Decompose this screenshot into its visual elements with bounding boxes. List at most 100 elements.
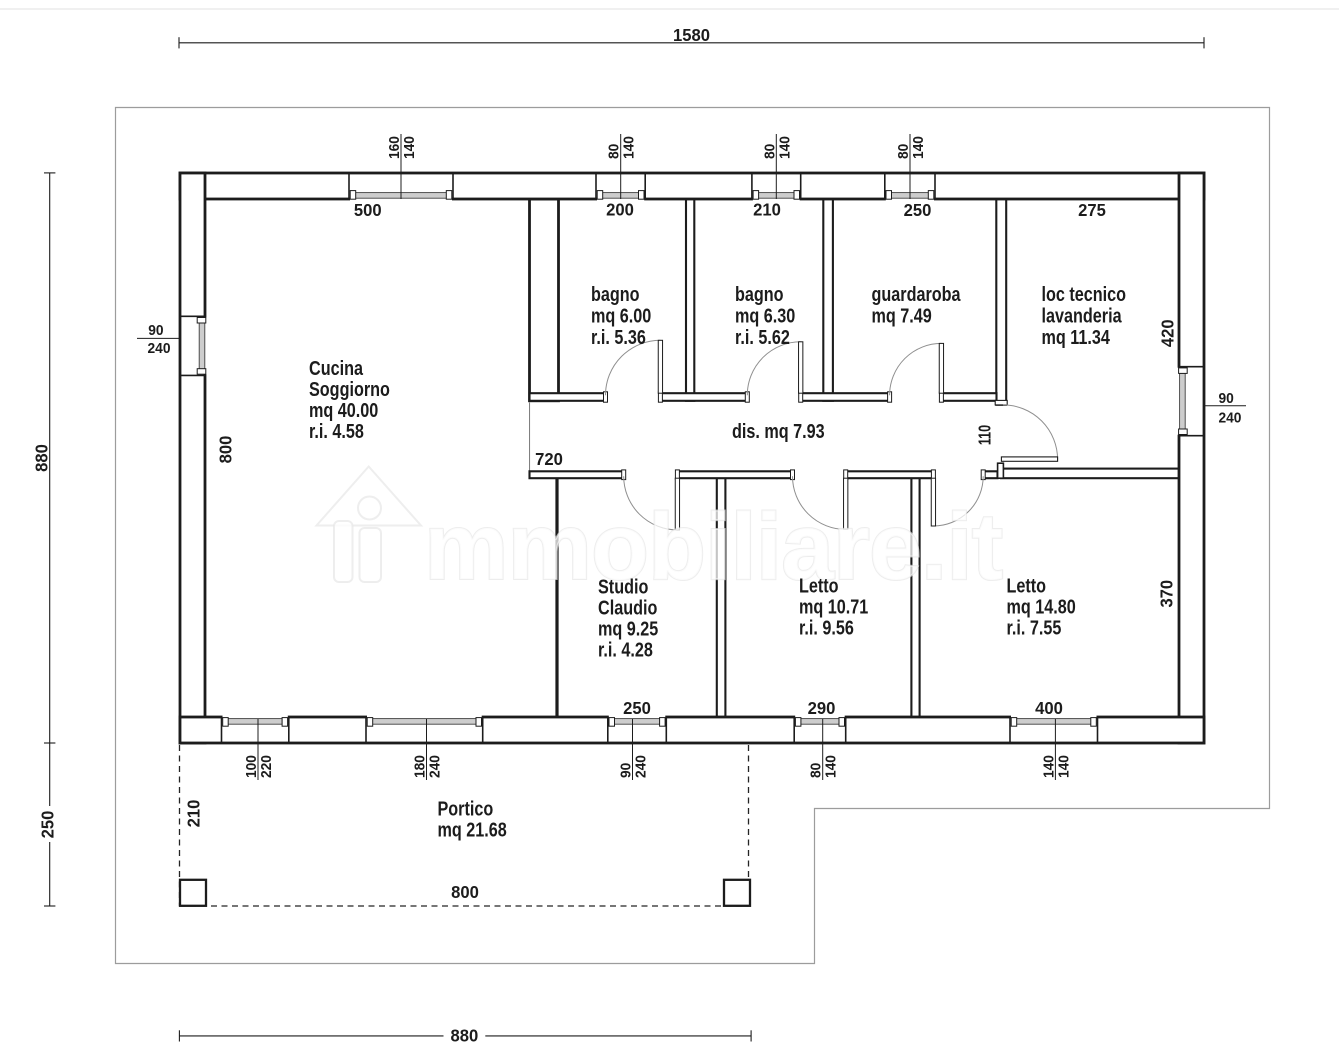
lot-boundary-line: [114, 106, 1271, 965]
room-label-bagno-2: bagno: [735, 283, 784, 305]
window-endblock: [638, 190, 645, 200]
window-eraser: [608, 715, 666, 721]
door-eraser: [889, 391, 942, 403]
window-glazing: [613, 718, 661, 725]
dim-label-420: 420: [1158, 319, 1177, 347]
dim-label-200: 200: [606, 200, 634, 219]
window-tag-den: 240: [148, 340, 171, 356]
room-label-bagno-1: r.i. 5.36: [591, 326, 646, 348]
dim-label-1580: 1580: [673, 26, 710, 45]
dim-label-210-portico: 210: [184, 800, 203, 828]
dim-label-275: 275: [1078, 201, 1106, 220]
door-leaf: [674, 477, 681, 531]
doors: [603, 339, 1059, 531]
window-tag-den: 140: [401, 136, 417, 159]
door-eraser: [605, 391, 661, 403]
door-eraser: [792, 469, 847, 480]
dim-label-800: 800: [216, 436, 235, 464]
door-leaf: [930, 477, 937, 527]
window-tag-den: 140: [910, 136, 926, 159]
window-endblock: [659, 717, 666, 727]
window-glazing: [1179, 372, 1186, 430]
room-label-bagno-2: mq 6.30: [735, 305, 795, 327]
wall-bagno1-bagno2: [684, 197, 696, 402]
dim-label-250-studio: 250: [623, 699, 651, 718]
door-arc: [889, 342, 942, 396]
room-label-letto-1: mq 10.71: [799, 596, 868, 618]
room-label-cucina-soggiorno: mq 40.00: [309, 399, 378, 421]
window-tag-num: 140: [1040, 755, 1056, 778]
door-arc: [792, 476, 846, 530]
portico-pillar: [178, 878, 208, 907]
room-label-letto-2: Letto: [1007, 575, 1047, 597]
dim-label-290: 290: [808, 699, 836, 718]
labels: 1580 880 250 880 500 200 210 250 275 720…: [32, 26, 1241, 1046]
label-backing: [41, 806, 56, 842]
window-eraser: [1011, 715, 1097, 721]
window-tag-den: 140: [822, 755, 838, 778]
watermark-house-icon: [314, 464, 424, 583]
window-glazing: [372, 718, 477, 725]
window-endblock: [838, 717, 845, 727]
dim-label-110: 110: [976, 425, 996, 445]
dim-label-720: 720: [535, 450, 563, 469]
dim-label-400: 400: [1035, 699, 1063, 718]
window-endblock: [752, 190, 760, 200]
room-label-studio-claudio: Claudio: [598, 597, 657, 619]
room-label-portico: Portico: [438, 798, 494, 820]
window-endblock: [596, 190, 604, 200]
dim-label-250-left: 250: [38, 811, 57, 839]
room-label-loc-tecnico-lavanderia: lavanderia: [1042, 305, 1123, 327]
room-label-guardaroba: guardaroba: [872, 283, 962, 305]
room-label-loc-tecnico-lavanderia: mq 11.34: [1042, 326, 1111, 348]
room-label-disimpegno: dis. mq 7.93: [732, 420, 825, 442]
window-glazing: [1016, 718, 1092, 725]
room-label-bagno-1: mq 6.00: [591, 305, 651, 327]
window-tag-num: 80: [807, 763, 823, 778]
dim-label-370: 370: [1157, 580, 1176, 608]
window-endblock: [927, 190, 935, 200]
door-leaf: [843, 477, 849, 530]
window-endblock: [885, 190, 892, 200]
room-label-portico: mq 21.68: [438, 819, 507, 841]
door-arc: [623, 476, 678, 531]
window-tag-num: 180: [411, 755, 427, 778]
room-label-bagno-1: bagno: [591, 283, 640, 305]
window-glazing: [800, 718, 840, 725]
watermark-house-leg: [333, 520, 354, 583]
window-tag-num: 90: [1219, 389, 1234, 405]
window-eraser: [795, 715, 845, 721]
wall-cucina-bagno1: [528, 197, 560, 403]
wall-guardaroba-loctecnico: [995, 197, 1008, 406]
door-leaf: [1000, 456, 1059, 462]
window-endblock: [1178, 428, 1188, 435]
watermark-house-stem: [358, 527, 382, 583]
door-arc: [1002, 404, 1059, 460]
window-endblock: [366, 717, 374, 727]
dim-label-500: 500: [354, 201, 382, 220]
dim-label-880-left: 880: [32, 444, 51, 472]
window-endblock: [1090, 717, 1097, 727]
window-endblock: [608, 717, 615, 727]
door-eraser: [932, 469, 984, 480]
door-leaf: [657, 339, 664, 394]
watermark-house-dot: [357, 495, 382, 521]
room-label-cucina-soggiorno: Soggiorno: [309, 378, 390, 400]
window-endblock: [222, 717, 229, 727]
dim-label-250-top: 250: [904, 201, 932, 220]
window-tag-num: 80: [895, 144, 911, 159]
room-label-guardaroba: mq 7.49: [872, 305, 932, 327]
dim-label-880-bottom: 880: [451, 1026, 479, 1045]
door-arc: [746, 341, 801, 396]
window-tag-den: 140: [776, 136, 792, 159]
wall-corridor-bottom: [528, 470, 999, 480]
room-label-cucina-soggiorno: Cucina: [309, 357, 364, 379]
door-arc: [933, 476, 984, 527]
room-label-cucina-soggiorno: r.i. 4.58: [309, 420, 364, 442]
dim-label-800-portico: 800: [451, 883, 479, 902]
door-leaf: [798, 341, 804, 394]
walls: [178, 171, 1206, 745]
dim-label-210: 210: [753, 200, 781, 219]
door-eraser: [746, 391, 802, 403]
door-jamb-cap: [994, 399, 1008, 406]
